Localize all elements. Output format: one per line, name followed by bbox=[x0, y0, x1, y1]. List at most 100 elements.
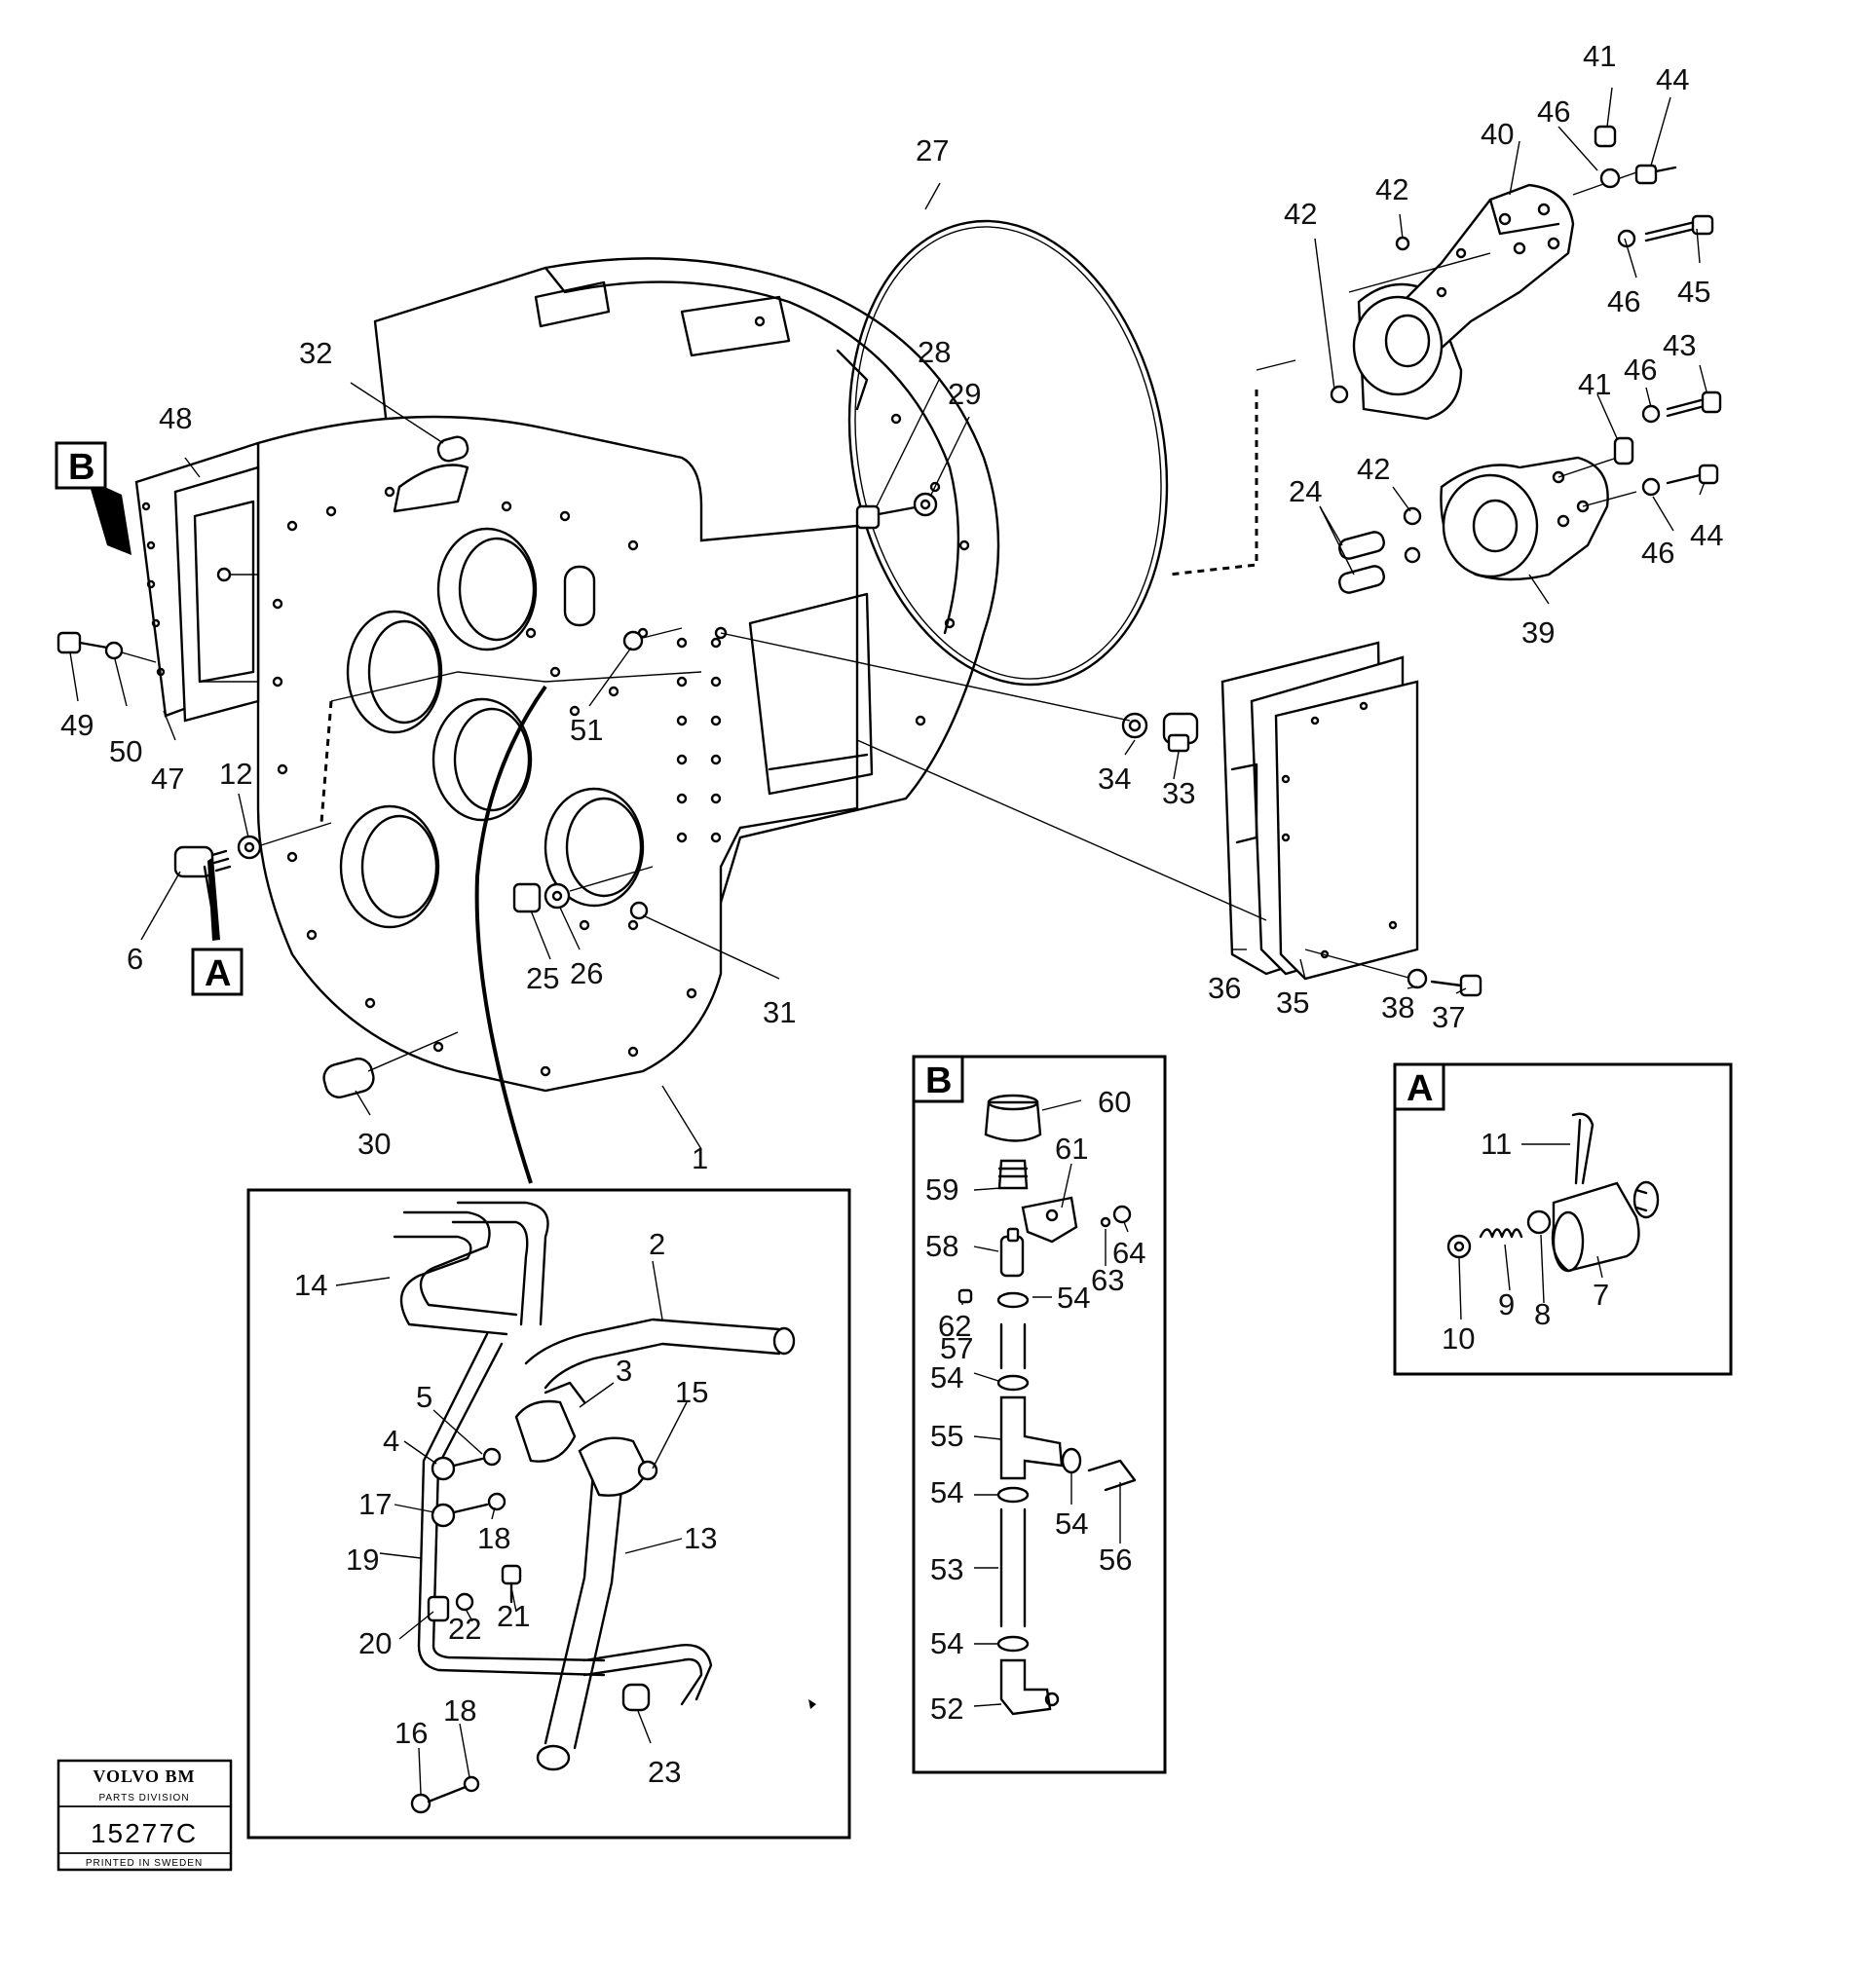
callout-44: 44 bbox=[1656, 62, 1689, 96]
callout-8: 8 bbox=[1534, 1297, 1551, 1331]
callout-41: 41 bbox=[1583, 39, 1616, 73]
callout-23: 23 bbox=[648, 1755, 681, 1789]
bolt-holes bbox=[272, 316, 970, 1077]
drive-unit-lower bbox=[1440, 456, 1637, 581]
callout-18-lower: 18 bbox=[443, 1693, 476, 1728]
flywheel-housing bbox=[256, 257, 1000, 1184]
callout-28: 28 bbox=[918, 335, 951, 369]
callout-45: 45 bbox=[1677, 275, 1710, 309]
callout-64: 64 bbox=[1112, 1236, 1145, 1270]
callout-47: 47 bbox=[151, 762, 184, 796]
callout-56: 56 bbox=[1099, 1543, 1132, 1577]
callout-4: 4 bbox=[383, 1424, 399, 1458]
detail-a-title: A bbox=[1407, 1068, 1433, 1109]
callout-3: 3 bbox=[616, 1354, 632, 1388]
callout-53: 53 bbox=[930, 1552, 963, 1586]
callout-61: 61 bbox=[1055, 1132, 1088, 1166]
callout-1: 1 bbox=[692, 1141, 708, 1175]
detail-b: B bbox=[912, 1055, 1167, 1774]
seal-brand: VOLVO BM bbox=[93, 1766, 195, 1786]
callout-52: 52 bbox=[930, 1692, 963, 1726]
seal-division: PARTS DIVISION bbox=[98, 1793, 189, 1804]
callout-54-b: 54 bbox=[930, 1360, 963, 1395]
callout-46-mid: 46 bbox=[1607, 284, 1640, 318]
callout-54-e: 54 bbox=[930, 1626, 963, 1660]
callout-9: 9 bbox=[1498, 1287, 1515, 1321]
callout-62: 62 bbox=[938, 1309, 971, 1343]
callout-46-right: 46 bbox=[1624, 353, 1657, 387]
callout-43: 43 bbox=[1663, 328, 1696, 362]
callout-54-d: 54 bbox=[1055, 1506, 1088, 1541]
gasket-ring bbox=[847, 219, 1169, 687]
callout-42-top: 42 bbox=[1375, 172, 1408, 206]
dowel-pins bbox=[1338, 531, 1385, 594]
callout-48: 48 bbox=[159, 401, 192, 435]
seal-code: 15277C bbox=[91, 1818, 198, 1848]
drive-unit-upper bbox=[1348, 165, 1657, 421]
callout-38: 38 bbox=[1381, 990, 1414, 1024]
callout-32: 32 bbox=[299, 336, 332, 370]
callout-22: 22 bbox=[448, 1612, 481, 1646]
leader-lines bbox=[69, 87, 1707, 1150]
callout-42-lower: 42 bbox=[1357, 452, 1390, 486]
callout-14: 14 bbox=[294, 1268, 327, 1302]
callout-57: 57 bbox=[940, 1331, 973, 1365]
callout-50: 50 bbox=[109, 734, 142, 768]
manufacturer-seal: VOLVO BM PARTS DIVISION 15277C PRINTED I… bbox=[56, 1759, 233, 1872]
callout-24: 24 bbox=[1289, 474, 1322, 508]
callout-39: 39 bbox=[1521, 615, 1555, 650]
detail-a: A bbox=[1393, 1062, 1733, 1376]
callout-6: 6 bbox=[127, 942, 143, 976]
callout-51: 51 bbox=[570, 713, 603, 747]
callout-10: 10 bbox=[1442, 1321, 1475, 1356]
callout-31: 31 bbox=[763, 995, 796, 1029]
callout-12: 12 bbox=[219, 757, 252, 791]
callout-18: 18 bbox=[477, 1521, 510, 1555]
callout-labels: 1 2 3 4 5 6 7 8 9 10 11 12 13 14 15 16 1… bbox=[60, 39, 1723, 1789]
callout-63: 63 bbox=[1091, 1263, 1124, 1297]
callout-59: 59 bbox=[925, 1172, 958, 1207]
pipework-inset bbox=[246, 1188, 851, 1840]
callout-44-lower: 44 bbox=[1690, 518, 1723, 552]
callout-21: 21 bbox=[497, 1599, 530, 1633]
callout-33: 33 bbox=[1162, 776, 1195, 810]
callout-16: 16 bbox=[394, 1716, 428, 1750]
callout-46-lower: 46 bbox=[1641, 536, 1674, 570]
callout-54-c: 54 bbox=[930, 1475, 963, 1509]
callout-20: 20 bbox=[358, 1626, 392, 1660]
view-marker-a: A bbox=[191, 948, 244, 996]
callout-7: 7 bbox=[1593, 1278, 1609, 1312]
seal-printed: PRINTED IN SWEDEN bbox=[86, 1858, 203, 1869]
callout-27: 27 bbox=[916, 133, 949, 167]
view-marker-b: B bbox=[55, 441, 107, 490]
callout-29: 29 bbox=[948, 377, 981, 411]
callout-41-lower: 41 bbox=[1578, 367, 1611, 401]
callout-30: 30 bbox=[357, 1127, 391, 1161]
marker-a-label: A bbox=[205, 953, 231, 994]
callout-36: 36 bbox=[1208, 971, 1241, 1005]
callout-5: 5 bbox=[416, 1380, 432, 1414]
callout-55: 55 bbox=[930, 1419, 963, 1453]
callout-58: 58 bbox=[925, 1229, 958, 1263]
callout-17: 17 bbox=[358, 1487, 392, 1521]
callout-42-left: 42 bbox=[1284, 197, 1317, 231]
callout-13: 13 bbox=[684, 1521, 717, 1555]
callout-19: 19 bbox=[346, 1543, 379, 1577]
cover-plate-right bbox=[856, 641, 1419, 981]
callout-54-a: 54 bbox=[1057, 1281, 1090, 1315]
marker-b-label: B bbox=[68, 447, 94, 488]
callout-49: 49 bbox=[60, 708, 94, 742]
fasteners bbox=[56, 125, 1722, 1098]
callout-35: 35 bbox=[1276, 986, 1309, 1020]
callout-11: 11 bbox=[1481, 1127, 1512, 1161]
callout-37: 37 bbox=[1432, 1000, 1465, 1034]
callout-46-top: 46 bbox=[1537, 94, 1570, 129]
callout-26: 26 bbox=[570, 956, 603, 990]
detail-b-title: B bbox=[925, 1060, 952, 1101]
callout-2: 2 bbox=[649, 1227, 665, 1261]
cover-plate-left bbox=[134, 441, 260, 723]
callout-40: 40 bbox=[1481, 117, 1514, 151]
callout-15: 15 bbox=[675, 1375, 708, 1409]
callout-25: 25 bbox=[526, 961, 559, 995]
